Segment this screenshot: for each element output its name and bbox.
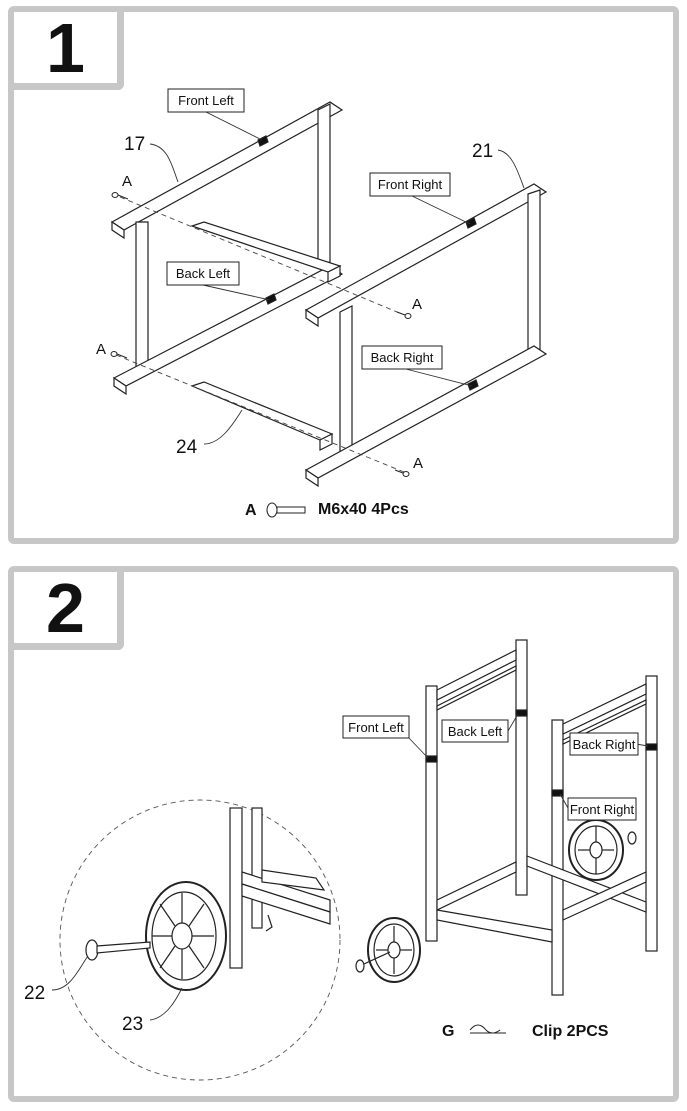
label-back-left-2: Back Left <box>441 719 509 743</box>
svg-text:Back Left: Back Left <box>448 724 503 739</box>
detail-axle-22 <box>85 939 151 961</box>
label-front-right-2: Front Right <box>567 797 637 821</box>
leader-lines-step1 <box>149 111 525 445</box>
part-number-22: 22 <box>24 983 45 1004</box>
svg-text:Clip 2PCS: Clip 2PCS <box>532 1023 609 1040</box>
bolt-m6x40-icon <box>266 502 306 518</box>
detail-leg <box>229 807 331 969</box>
label-back-right-1: Back Right <box>361 345 443 370</box>
step-1-number: 1 <box>14 12 124 90</box>
detail-circle <box>59 799 341 1081</box>
svg-text:Back Right: Back Right <box>371 350 434 365</box>
label-back-right-2: Back Right <box>569 732 639 756</box>
label-front-left-1: Front Left <box>167 88 245 113</box>
part-number-23: 23 <box>122 1014 143 1035</box>
step-2-number: 2 <box>14 572 124 650</box>
part-number-21: 21 <box>472 141 493 162</box>
cart-wheel-back <box>568 819 637 881</box>
svg-text:Back Left: Back Left <box>176 266 231 281</box>
hardware-legend-step2: G Clip 2PCS <box>442 1023 609 1040</box>
svg-text:Back Right: Back Right <box>573 737 636 752</box>
leader-lines-step2 <box>51 713 649 1021</box>
right-side-frame-21 <box>304 183 548 488</box>
left-side-frame-17 <box>110 101 344 396</box>
clip-g-icon <box>469 1024 506 1034</box>
part-number-24: 24 <box>176 437 198 458</box>
bolt-letter-a: A <box>96 341 106 358</box>
label-front-right-1: Front Right <box>369 172 451 197</box>
alignment-lines <box>115 196 405 473</box>
bolts-a <box>110 192 412 477</box>
svg-text:Front Left: Front Left <box>178 93 234 108</box>
step-2-panel: 2 <box>8 566 679 1102</box>
svg-text:Front Right: Front Right <box>570 802 635 817</box>
svg-text:Front Right: Front Right <box>378 177 443 192</box>
detail-wheel-23 <box>145 881 227 991</box>
bottom-cross-bar-24 <box>190 381 334 451</box>
bolt-letter-a: A <box>413 455 423 472</box>
top-cross-bar <box>190 221 342 283</box>
svg-text:G: G <box>442 1023 454 1040</box>
bolt-letter-a: A <box>122 173 132 190</box>
svg-text:M6x40 4Pcs: M6x40 4Pcs <box>318 501 409 518</box>
bolt-icon <box>110 351 128 359</box>
svg-text:Front Left: Front Left <box>348 720 404 735</box>
hardware-legend-step1: A M6x40 4Pcs <box>245 501 409 519</box>
label-front-left-2: Front Left <box>342 715 410 739</box>
bolt-letter-a: A <box>412 296 422 313</box>
svg-text:A: A <box>245 502 257 519</box>
label-back-left-1: Back Left <box>166 261 240 286</box>
clip-icon <box>265 914 273 932</box>
bolt-icon <box>396 311 412 319</box>
part-number-17: 17 <box>124 134 145 155</box>
cart-wheel-front <box>355 917 421 983</box>
bolt-icon <box>394 469 410 477</box>
bolt-icon <box>111 192 129 200</box>
